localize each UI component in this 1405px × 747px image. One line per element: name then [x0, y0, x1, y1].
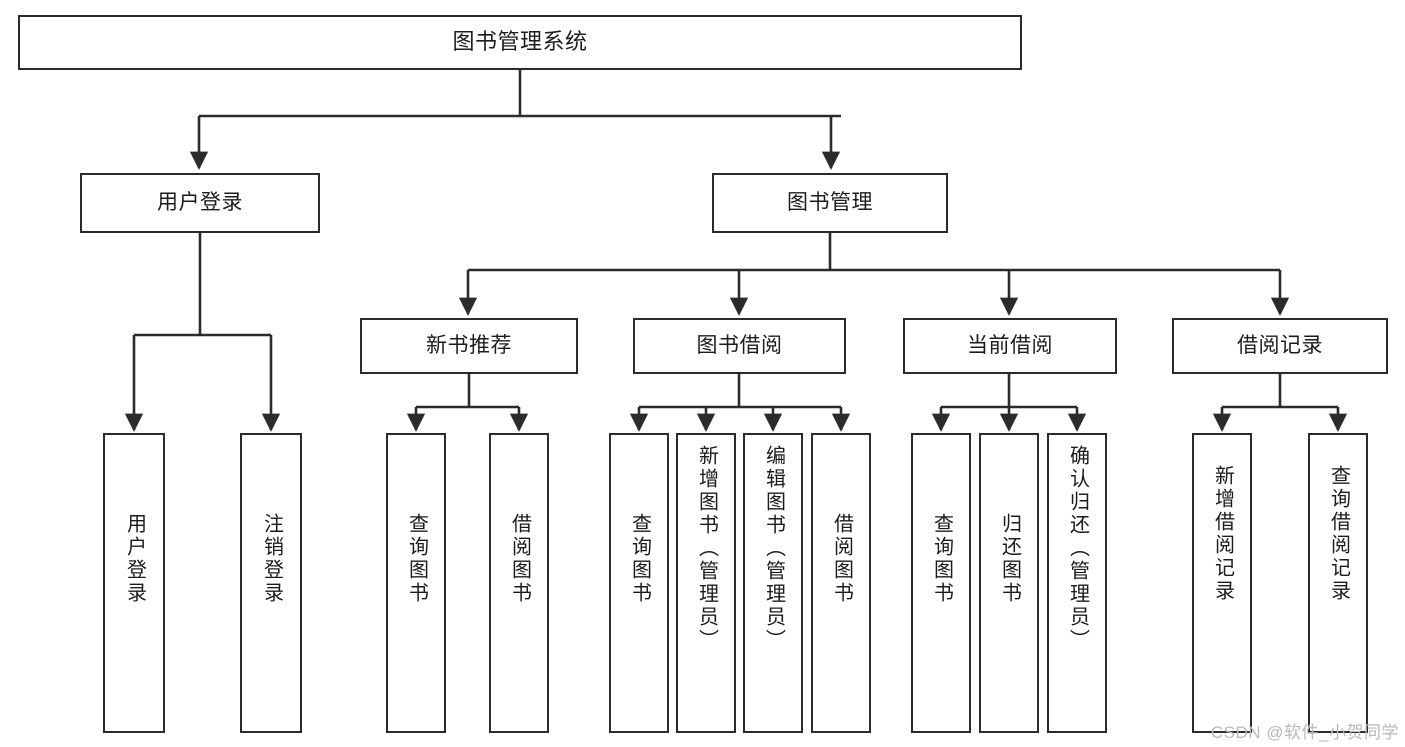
node-current-borrow[interactable]: 当前借阅	[903, 318, 1117, 374]
node-leaf-edit-book-admin[interactable]: 编辑图书（管理员）	[743, 433, 803, 733]
node-leaf-borrow-book-1-label: 借阅图书	[508, 513, 531, 605]
node-leaf-add-borrow-record[interactable]: 新增借阅记录	[1192, 433, 1252, 733]
node-leaf-query-book-3-label: 查询图书	[930, 513, 953, 605]
node-leaf-user-login-label: 用户登录	[123, 513, 146, 605]
node-user-login-label: 用户登录	[157, 191, 243, 215]
node-leaf-query-book-2-label: 查询图书	[628, 513, 651, 605]
node-leaf-query-book-1[interactable]: 查询图书	[386, 433, 446, 733]
node-book-borrow[interactable]: 图书借阅	[633, 318, 846, 374]
node-leaf-query-book-1-label: 查询图书	[405, 513, 428, 605]
node-leaf-borrow-book-2-label: 借阅图书	[830, 513, 853, 605]
node-leaf-borrow-book-1[interactable]: 借阅图书	[489, 433, 549, 733]
node-leaf-return-book-label: 归还图书	[998, 513, 1021, 605]
node-user-login[interactable]: 用户登录	[80, 173, 320, 233]
node-root-label: 图书管理系统	[452, 29, 588, 55]
node-leaf-confirm-return-admin[interactable]: 确认归还（管理员）	[1047, 433, 1107, 733]
node-leaf-query-book-2[interactable]: 查询图书	[609, 433, 669, 733]
node-root[interactable]: 图书管理系统	[18, 15, 1022, 70]
node-leaf-query-book-3[interactable]: 查询图书	[911, 433, 971, 733]
node-new-book-recommend-label: 新书推荐	[426, 334, 512, 358]
node-leaf-add-book-admin[interactable]: 新增图书（管理员）	[676, 433, 736, 733]
node-book-manage[interactable]: 图书管理	[712, 173, 948, 233]
node-leaf-logout-login-label: 注销登录	[260, 513, 283, 605]
node-borrow-record[interactable]: 借阅记录	[1172, 318, 1388, 374]
node-book-manage-label: 图书管理	[787, 191, 873, 215]
node-leaf-query-borrow-record[interactable]: 查询借阅记录	[1308, 433, 1368, 733]
node-leaf-confirm-return-admin-label: 确认归还（管理员）	[1066, 445, 1089, 652]
node-leaf-add-borrow-record-label: 新增借阅记录	[1211, 465, 1234, 603]
node-book-borrow-label: 图书借阅	[696, 334, 783, 358]
node-leaf-query-borrow-record-label: 查询借阅记录	[1327, 465, 1350, 603]
node-new-book-recommend[interactable]: 新书推荐	[360, 318, 578, 374]
node-leaf-add-book-admin-label: 新增图书（管理员）	[695, 445, 718, 652]
node-leaf-return-book[interactable]: 归还图书	[979, 433, 1039, 733]
node-leaf-logout-login[interactable]: 注销登录	[240, 433, 302, 733]
node-leaf-borrow-book-2[interactable]: 借阅图书	[811, 433, 871, 733]
node-leaf-user-login[interactable]: 用户登录	[103, 433, 165, 733]
node-current-borrow-label: 当前借阅	[967, 334, 1053, 358]
node-borrow-record-label: 借阅记录	[1237, 334, 1323, 358]
node-leaf-edit-book-admin-label: 编辑图书（管理员）	[762, 445, 785, 652]
watermark-text: CSDN @软件_小贺同学	[1210, 723, 1399, 742]
